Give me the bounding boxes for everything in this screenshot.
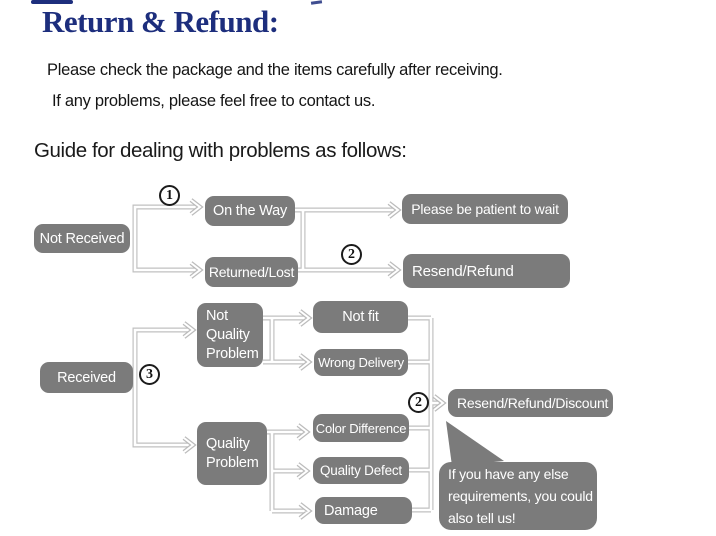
flow-box-not-received: Not Received — [34, 224, 130, 253]
step-marker-2-top: 2 — [341, 244, 362, 265]
speech-bubble-tail — [446, 421, 504, 466]
flow-box-received: Received — [40, 362, 133, 393]
step-marker-1: 1 — [159, 185, 180, 206]
flow-box-color-difference: Color Difference — [313, 414, 409, 442]
flow-box-not-fit: Not fit — [313, 301, 408, 333]
flow-box-resend-refund-discount: Resend/Refund/Discount — [448, 389, 613, 417]
flow-box-quality-problem: Quality Problem — [197, 422, 267, 485]
decorative-dash — [31, 0, 73, 4]
page-title: Return & Refund: — [42, 4, 279, 39]
guide-heading: Guide for dealing with problems as follo… — [34, 139, 407, 162]
flow-box-on-the-way: On the Way — [205, 196, 295, 226]
flow-box-quality-defect: Quality Defect — [313, 457, 409, 484]
intro-line-1: Please check the package and the items c… — [47, 61, 503, 79]
flow-box-please-be-patient: Please be patient to wait — [402, 194, 568, 224]
speech-bubble-note: If you have any else requirements, you c… — [439, 462, 597, 530]
step-marker-2-bottom: 2 — [408, 392, 429, 413]
step-marker-3: 3 — [139, 364, 160, 385]
flow-box-resend-refund: Resend/Refund — [403, 254, 570, 288]
flow-box-wrong-delivery: Wrong Delivery — [314, 349, 408, 376]
flow-box-not-quality-problem: Not Quality Problem — [197, 303, 263, 367]
flow-box-returned-lost: Returned/Lost — [205, 257, 298, 287]
flow-box-damage: Damage — [315, 497, 412, 524]
intro-line-2: If any problems, please feel free to con… — [52, 92, 376, 110]
